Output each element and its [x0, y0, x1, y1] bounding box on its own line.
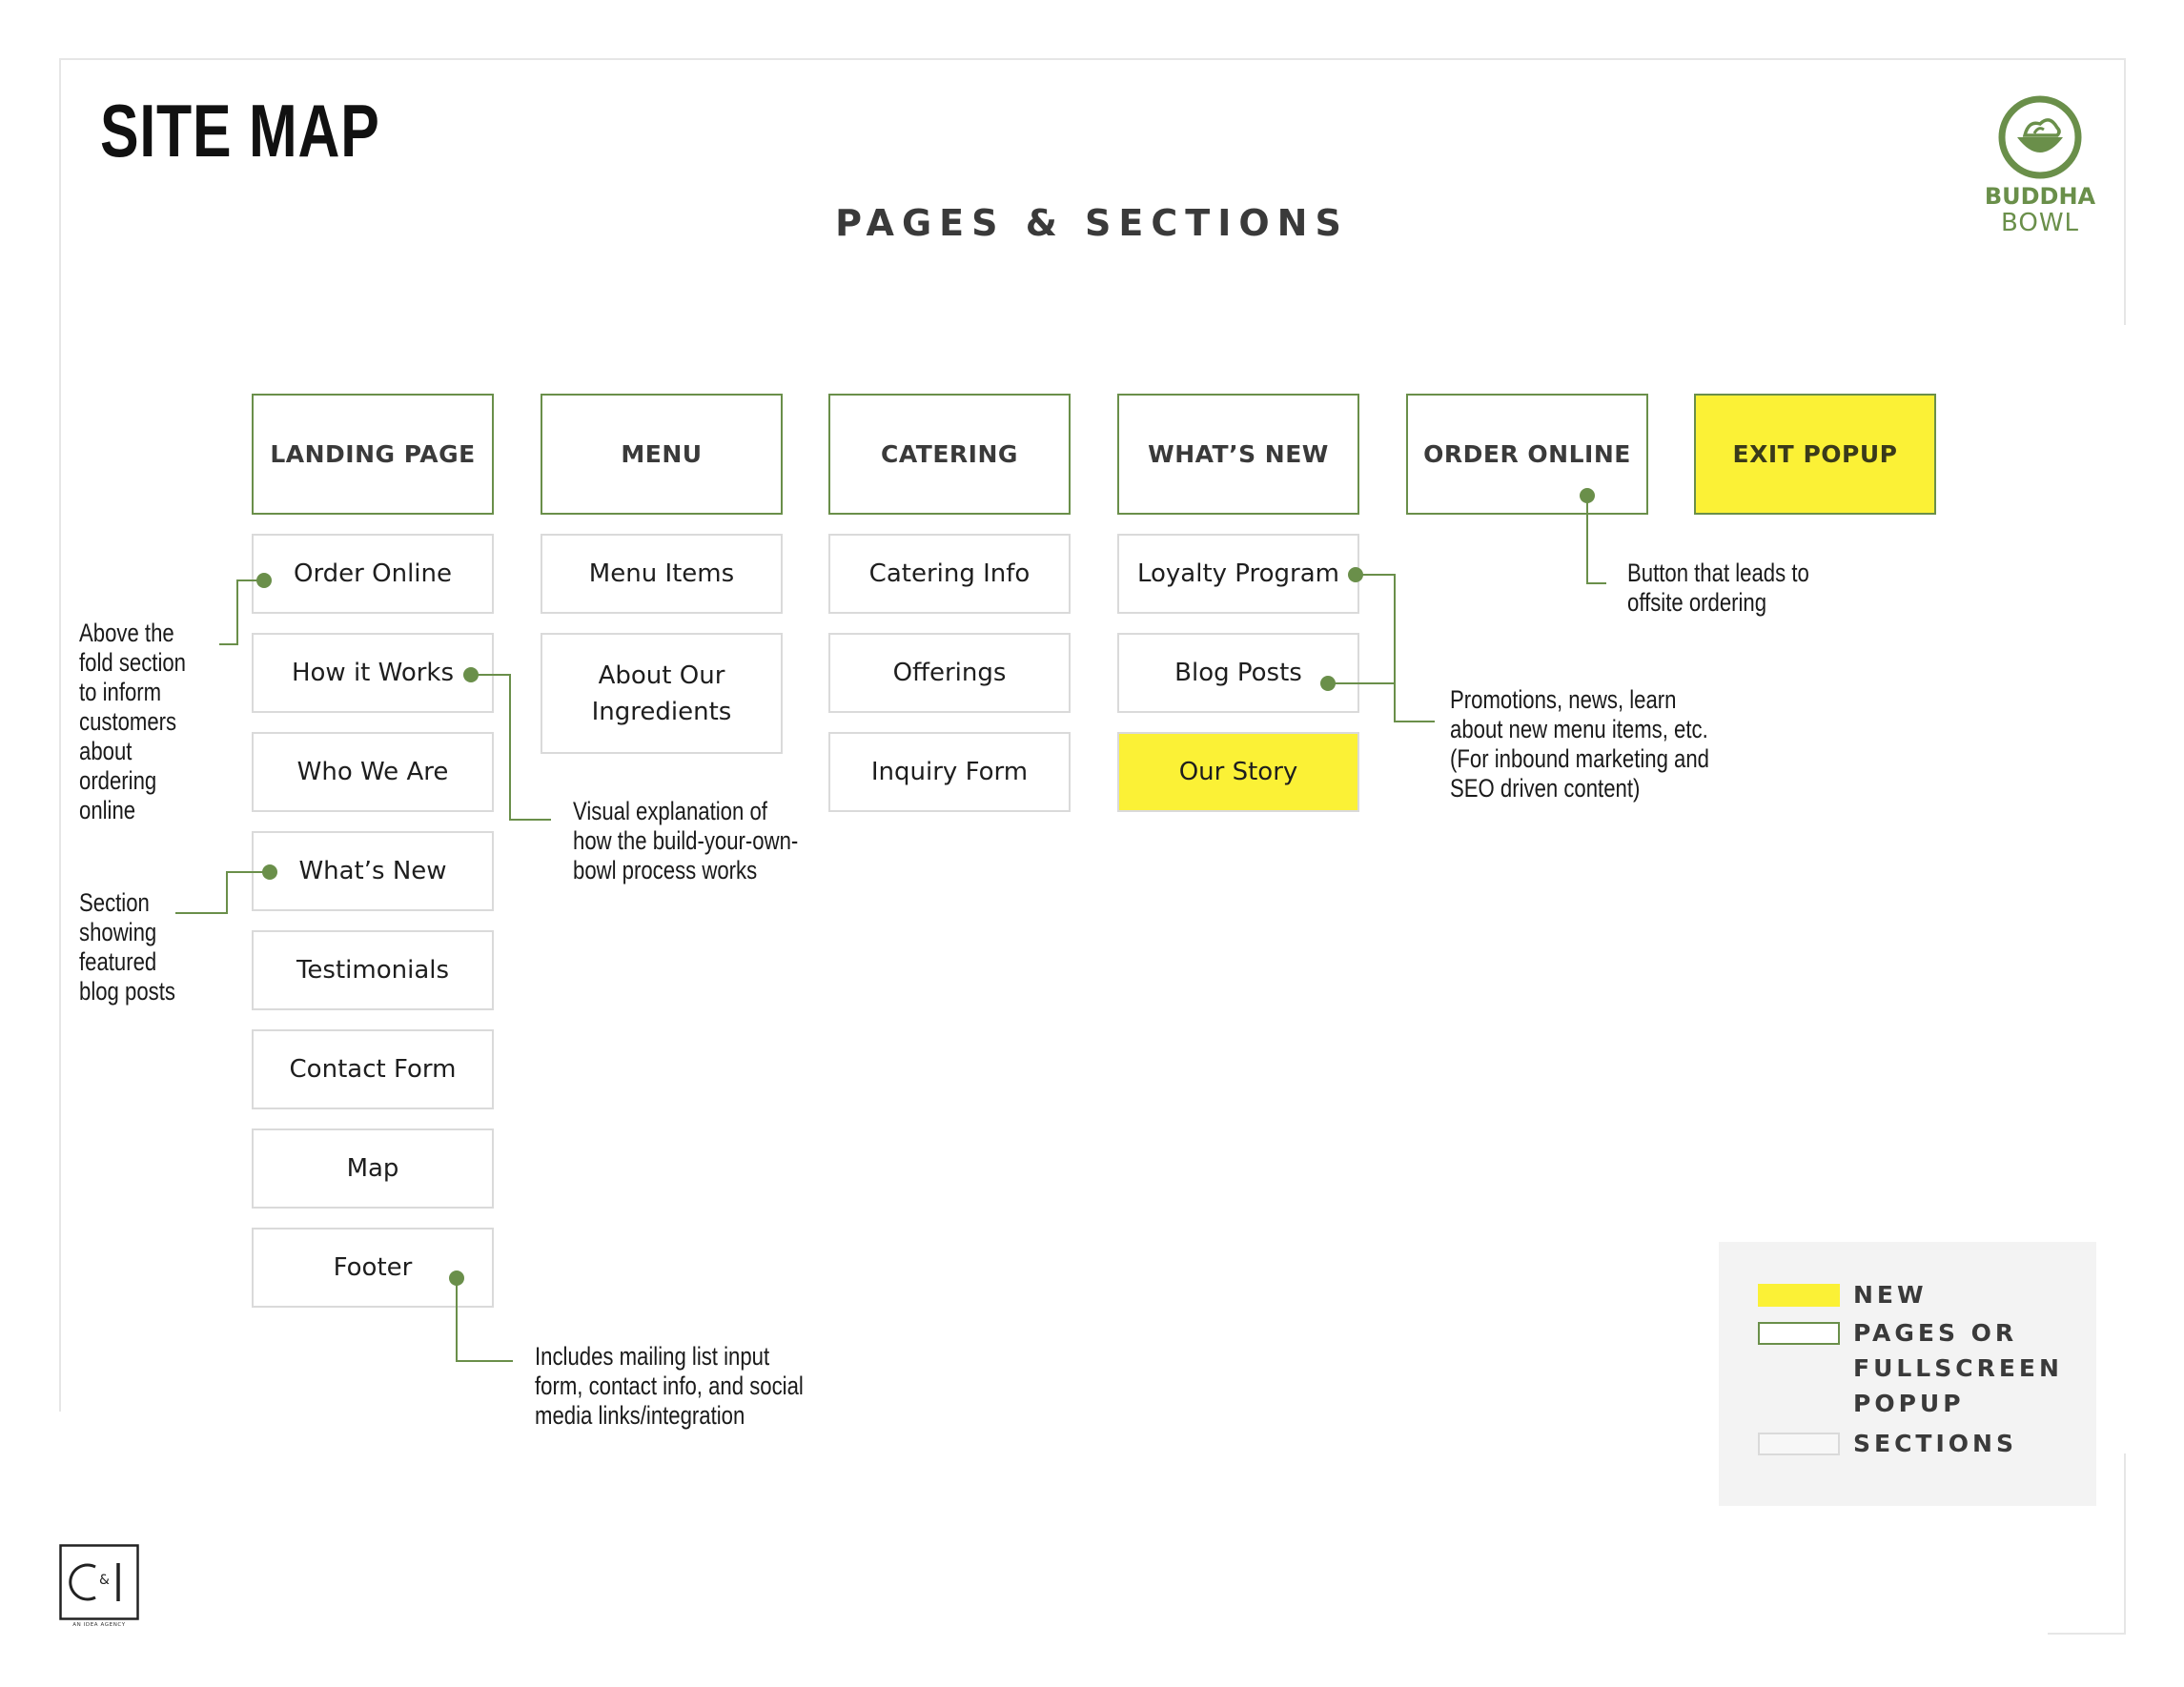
legend: NEW PAGES OR FULLSCREEN POPUP SECTIONS	[1719, 1242, 2096, 1506]
brand-name-line1: BUDDHA	[1984, 183, 2096, 210]
bowl-icon	[1998, 95, 2082, 179]
agency-logo-c-mark	[69, 1563, 96, 1601]
section-blog-posts: Blog Posts	[1117, 633, 1359, 713]
section-catering-info: Catering Info	[828, 534, 1071, 614]
connector-dot-offsite-ordering	[1580, 488, 1595, 503]
legend-swatch-pages	[1758, 1322, 1840, 1345]
connector-featured-blog	[175, 871, 270, 914]
section-inquiry-form: Inquiry Form	[828, 732, 1071, 812]
note-featured-blog: Section showing featured blog posts	[79, 888, 175, 1006]
section-menu-items: Menu Items	[541, 534, 783, 614]
section-about-ingredients: About Our Ingredients	[541, 633, 783, 754]
note-promotions: Promotions, news, learn about new menu i…	[1450, 685, 1709, 803]
legend-label-sections: SECTIONS	[1853, 1430, 2017, 1457]
page-catering: CATERING	[828, 394, 1071, 515]
connector-how-it-works	[471, 674, 551, 821]
connector-dot-footer	[449, 1270, 464, 1286]
section-testimonials: Testimonials	[252, 930, 494, 1010]
note-how-it-works: Visual explanation of how the build-your…	[573, 797, 799, 884]
connector-dot-blog-posts	[1320, 676, 1336, 691]
frame-left	[59, 58, 61, 1412]
connector-dot-loyalty	[1348, 567, 1363, 582]
section-our-story: Our Story	[1117, 732, 1359, 812]
diagram-subtitle: PAGES & SECTIONS	[835, 202, 1349, 244]
frame-right-top	[2124, 58, 2126, 325]
frame-bottom-right	[2048, 1633, 2126, 1635]
note-offsite-ordering: Button that leads to offsite ordering	[1627, 559, 1809, 617]
page-whats-new: WHAT’S NEW	[1117, 394, 1359, 515]
section-who-we-are: Who We Are	[252, 732, 494, 812]
section-offerings: Offerings	[828, 633, 1071, 713]
connector-dot-featured-blog	[262, 864, 277, 880]
connector-loyalty	[1356, 574, 1435, 722]
page-title: SITE MAP	[100, 89, 380, 173]
legend-swatch-sections	[1758, 1433, 1840, 1455]
legend-label-pages: PAGES OR FULLSCREEN POPUP	[1853, 1319, 2063, 1417]
page-menu: MENU	[541, 394, 783, 515]
brand-logo: BUDDHA BOWL	[1983, 95, 2097, 236]
section-how-it-works: How it Works	[252, 633, 494, 713]
note-above-fold: Above the fold section to inform custome…	[79, 619, 187, 824]
agency-logo	[59, 1544, 139, 1620]
section-map: Map	[252, 1128, 494, 1209]
connector-offsite-ordering	[1586, 496, 1606, 584]
connector-dot-how-it-works	[463, 667, 479, 682]
section-footer: Footer	[252, 1228, 494, 1308]
connector-above-fold	[219, 579, 264, 645]
note-footer: Includes mailing list input form, contac…	[535, 1342, 804, 1430]
frame-top-left	[59, 58, 779, 60]
frame-right-bottom	[2124, 1453, 2126, 1635]
frame-top-right	[779, 58, 2126, 60]
page-order-online: ORDER ONLINE	[1406, 394, 1648, 515]
section-loyalty-program: Loyalty Program	[1117, 534, 1359, 614]
legend-label-new: NEW	[1853, 1281, 1928, 1309]
legend-swatch-new	[1758, 1284, 1840, 1307]
page-landing-page: LANDING PAGE	[252, 394, 494, 515]
connector-dot-above-fold	[256, 573, 272, 588]
section-contact-form: Contact Form	[252, 1029, 494, 1109]
section-order-online: Order Online	[252, 534, 494, 614]
section-whats-new: What’s New	[252, 831, 494, 911]
page-exit-popup: EXIT POPUP	[1694, 394, 1936, 515]
brand-name-line2: BOWL	[2000, 209, 2080, 237]
agency-tagline: AN IDEA AGENCY	[72, 1622, 126, 1628]
agency-logo-ampersand: &	[99, 1573, 110, 1588]
connector-footer	[456, 1278, 513, 1362]
